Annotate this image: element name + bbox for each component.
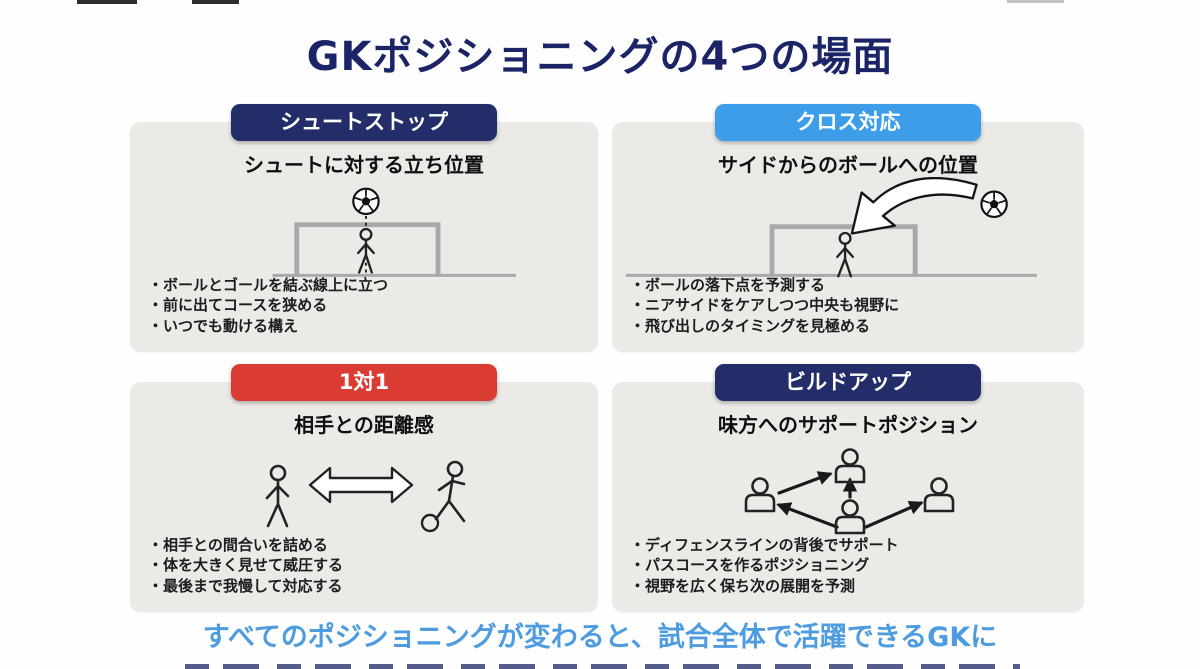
one-on-one-badge: 1対1 [231,364,497,401]
shot-stop-bullets: ・ボールとゴールを結ぶ線上に立つ ・前に出てコースを狭める ・いつでも動ける構え [148,275,388,336]
player-bust-icon [923,477,955,513]
player-bust-icon [834,448,866,484]
bullet-item: ・飛び出しのタイミングを見極める [630,316,871,335]
ball-at-feet-icon [420,513,440,533]
panel-one-on-one: 1対1 相手との距離感 [130,364,598,612]
soccer-ball-icon [980,190,1008,219]
bullet-item: ・相手との間合いを詰める [148,535,328,554]
bullet-item: ・ディフェンスラインの背後でサポート [630,535,899,554]
gk-figure-icon [836,231,855,278]
gk-figure-icon [356,227,375,274]
shot-stop-illustration [130,177,598,289]
cross-subtitle: サイドからのボールへの位置 [718,153,978,177]
shot-stop-badge: シュートストップ [231,104,497,141]
bullet-item: ・ニアサイドをケアしつつ中央も視野に [630,296,900,315]
bullet-item: ・最後まで我慢して対応する [148,576,343,595]
crop-artifact [1007,0,1064,3]
panel-build-up: ビルドアップ 味方へのサポートポジション [612,364,1084,612]
soccer-ball-icon [352,187,380,216]
panel-shot-stop: シュートストップ シュートに対する立ち位置 [130,104,598,352]
bullet-item: ・いつでも動ける構え [148,316,299,335]
curved-cross-arrow-icon [850,177,978,235]
player-bust-icon [744,477,776,513]
bullet-item: ・体を大きく見せて威圧する [148,556,344,575]
panel-cross: クロス対応 サイドからのボールへの位置 [612,104,1084,352]
crop-artifact [192,0,239,4]
build-up-subtitle: 味方へのサポートポジション [718,413,978,437]
gk-walking-figure-icon [265,464,290,528]
pass-arrow-icon [864,501,924,529]
cross-illustration [612,177,1084,289]
one-on-one-illustration [130,437,598,549]
bullet-item: ・前に出てコースを狭める [148,296,328,315]
crop-artifact [77,0,137,4]
bullet-item: ・パスコースを作るポジショニング [630,556,870,575]
bullet-item: ・視野を広く保ち次の展開を予測 [630,576,856,595]
goal-icon [769,224,918,276]
cross-badge: クロス対応 [715,104,981,141]
shot-stop-subtitle: シュートに対する立ち位置 [244,153,484,177]
pass-arrow-icon [777,471,833,495]
distance-double-arrow-icon [308,466,414,504]
cross-bullets: ・ボールの落下点を予測する ・ニアサイドをケアしつつ中央も視野に ・飛び出しのタ… [630,275,899,336]
bullet-item: ・ボールとゴールを結ぶ線上に立つ [148,275,389,294]
page-title: GKポジショニングの4つの場面 [306,34,894,80]
footer-message: すべてのポジショニングが変わると、試合全体で活躍できるGKに [202,622,998,653]
pass-arrow-icon [776,502,839,529]
one-on-one-subtitle: 相手との距離感 [294,413,434,437]
goal-icon [294,222,441,276]
build-up-illustration [612,437,1084,549]
one-on-one-bullets: ・相手との間合いを詰める ・体を大きく見せて威圧する ・最後まで我慢して対応する [148,535,343,596]
bullet-item: ・ボールの落下点を予測する [630,275,826,294]
cutoff-text-line [185,664,1020,669]
player-bust-icon [834,499,866,535]
dribbler-figure-icon [420,460,466,533]
build-up-badge: ビルドアップ [715,364,981,401]
build-up-bullets: ・ディフェンスラインの背後でサポート ・パスコースを作るポジショニング ・視野を… [630,535,899,596]
